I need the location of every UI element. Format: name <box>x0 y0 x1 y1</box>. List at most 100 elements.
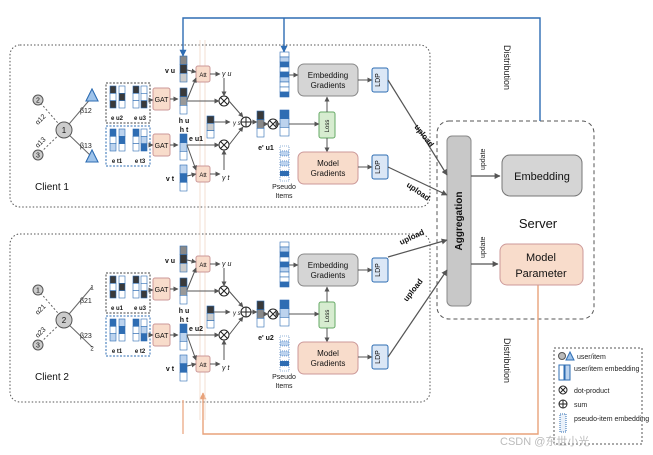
client-1-eu-center-vec <box>206 115 215 139</box>
client-1-item-emb-vec <box>279 109 290 137</box>
client-2-item-cell <box>279 256 290 263</box>
client-2-et-vec-1-cell <box>109 333 117 342</box>
client-2-embedding-gradients-label-2: Gradients <box>311 271 346 280</box>
client-2-user-num: 2 <box>62 316 67 325</box>
client-2-pseudo-label-1: Pseudo <box>272 374 296 381</box>
client-1-et-vec-2 <box>118 128 126 152</box>
arrow <box>186 267 197 291</box>
client-2-gamma-t: γ t <box>222 365 230 372</box>
client-1-pseudo-label-2: Items <box>275 193 293 200</box>
client-1-eu-vec-4-cell <box>140 85 148 94</box>
client-1-et-vec-4-cell <box>140 128 148 137</box>
client-1-eu-prime-vec-cell <box>256 119 265 129</box>
client-2-item-cell <box>279 241 290 248</box>
client-1-eu-vec-3-cell <box>132 93 140 101</box>
client-2-et-vec-3-cell <box>132 318 140 327</box>
client-2-eu-vec-2-cell <box>118 283 126 291</box>
client-1-eu-vec-2-cell <box>118 85 126 94</box>
client-2-alpha-2: α23 <box>34 326 47 339</box>
upload-label-1: upload <box>412 123 435 149</box>
server-embedding-label: Embedding <box>514 171 570 183</box>
client-2-neighbor-node-1 <box>32 284 44 296</box>
upload-arrow-3 <box>387 238 448 258</box>
client-1-neighbor-node-1 <box>32 94 44 106</box>
client-1-label: Client 1 <box>35 182 69 193</box>
arrow <box>228 126 244 146</box>
distribution-label-bottom: Distribution <box>502 338 512 383</box>
client-1-att-label-2: Att <box>199 173 207 179</box>
client-2-ldp-label-2: LDP <box>375 350 382 364</box>
client-1-eu-prime-vec-cell <box>256 110 265 120</box>
client-2-hu-vec-cell <box>179 286 188 296</box>
client-1-model-gradients-label-1: Model <box>317 159 339 168</box>
client-2-et-label-1: e t1 <box>112 349 123 355</box>
client-2-eu-center-vec-cell <box>206 320 215 329</box>
client-1-eu-label-1: e u2 <box>111 116 124 122</box>
client-1-eu-vec-1-cell <box>109 100 117 109</box>
client-2-et-vec-2-cell <box>118 326 126 334</box>
client-2-dot-3 <box>267 308 279 320</box>
client-1-embedding-gradients-label-1: Embedding <box>308 71 348 80</box>
aggregation-block <box>446 135 472 307</box>
client-1-pseudo-label-1: Pseudo <box>272 184 296 191</box>
client-1-et-vec-2-cell <box>118 136 126 144</box>
client-2-gamma-s: γ s <box>233 311 241 317</box>
client-2-vu-vec-cell <box>179 254 188 264</box>
server-embedding-block <box>501 154 583 197</box>
client-1-model-gradients-label-2: Gradients <box>311 169 346 178</box>
client-2-eu-prime-vec-cell <box>256 309 265 319</box>
client-1-embedding-gradients-label-2: Gradients <box>311 81 346 90</box>
client-2-item-emb-vec-cell <box>279 299 290 309</box>
client-2-vt-vec <box>179 354 188 382</box>
arrow <box>186 172 197 178</box>
arrow <box>228 290 244 308</box>
client-2-pseudo-cell <box>279 360 290 367</box>
client-1-beta-1: β12 <box>80 108 92 115</box>
client-1-et-label-1: e t1 <box>112 159 123 165</box>
legend-item-icon <box>565 350 575 361</box>
client-2-hu-vec <box>179 277 188 305</box>
client-2-embedding-gradients-label-1: Embedding <box>308 261 348 270</box>
client-1-ht-vec-cell <box>179 142 188 152</box>
client-1-item-cell <box>279 86 290 93</box>
client-2-eu-center-vec <box>206 305 215 329</box>
client-2-et-vec-2 <box>118 318 126 342</box>
client-2-eu-vec-1-cell <box>109 283 117 291</box>
client-1-item-cell <box>279 71 290 78</box>
client-1-dot-1 <box>218 95 230 107</box>
client-1-item-column <box>279 51 290 182</box>
client-2-item-cell <box>279 246 290 253</box>
client-2-et-vec-3-cell <box>132 333 140 342</box>
client-2-neighbor-node-2 <box>32 339 44 351</box>
upload-label-2: upload <box>405 180 432 202</box>
arrow <box>228 100 244 118</box>
legend-text-dot-product: dot-product <box>574 388 609 395</box>
upload-label-3: upload <box>398 228 426 247</box>
client-1-eu-center-vec-cell <box>206 130 215 139</box>
client-2-hu-label: h u <box>179 308 190 315</box>
client-1-vu-vec-cell <box>179 73 188 83</box>
client-1-eu-center-vec-cell <box>206 123 215 131</box>
client-2-model-gradients-label-1: Model <box>317 349 339 358</box>
arrow <box>186 258 197 264</box>
client-1-dot-3 <box>267 118 279 130</box>
server-box <box>436 120 595 320</box>
client-1-item-cell <box>279 81 290 88</box>
client-2-dot-2-cross <box>220 331 228 339</box>
client-2-vu-label: v u <box>165 258 175 265</box>
client-1-dot-3-cross <box>269 120 277 128</box>
legend-text-user-item: user/item <box>577 354 606 361</box>
client-1-att-label-1: Att <box>199 73 207 79</box>
client-1-et-vec-4 <box>140 128 148 152</box>
client-2-dot-3-cross <box>269 310 277 318</box>
client-2-vu-vec-cell <box>179 263 188 273</box>
client-2-eu-vec-4-cell <box>140 290 148 299</box>
client-2-gamma-u: γ u <box>222 261 231 268</box>
client-2-et-vec-1 <box>109 318 117 342</box>
client-1-eu-center-vec-cell <box>206 115 215 124</box>
client-2-et-vec-3 <box>132 318 140 342</box>
client-2-eu-vec-4 <box>140 275 148 299</box>
client-1-eu-vec-2-cell <box>118 93 126 101</box>
client-1-et-vec-3-cell <box>132 128 140 137</box>
client-2-eu-prime-vec <box>256 300 265 328</box>
